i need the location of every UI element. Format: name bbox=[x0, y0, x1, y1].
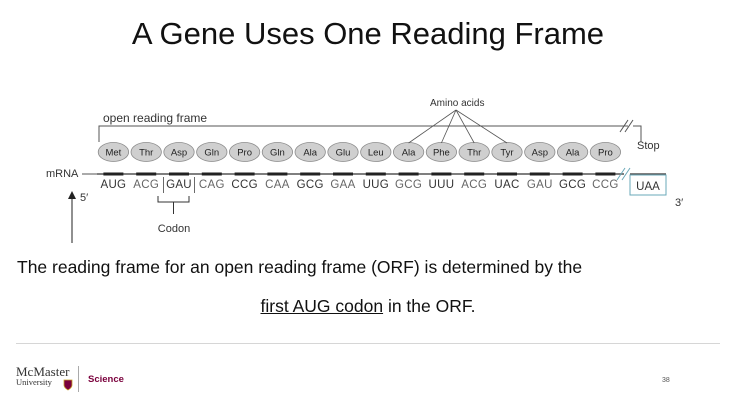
orf-bracket bbox=[98, 125, 628, 142]
amino-acid-1: Thr bbox=[130, 142, 162, 162]
amino-acid-label: Phe bbox=[433, 148, 450, 159]
codon-8: UUG bbox=[363, 179, 389, 191]
codon-10: UUU bbox=[428, 179, 454, 191]
body-text-line1: The reading frame for an open reading fr… bbox=[17, 257, 583, 277]
pointer-line-9 bbox=[408, 109, 457, 144]
amino-acid-oval bbox=[524, 142, 556, 162]
amino-acid-label: Thr bbox=[467, 148, 481, 159]
amino-acid-3: Gln bbox=[196, 142, 228, 162]
amino-acid-label: Tyr bbox=[500, 148, 513, 159]
orf-bracket-end bbox=[633, 125, 642, 142]
codon-12: UAC bbox=[494, 179, 519, 191]
amino-acid-11: Thr bbox=[458, 142, 490, 162]
codon-0: AUG bbox=[100, 179, 126, 191]
amino-acid-label: Met bbox=[105, 148, 121, 159]
amino-acid-5: Gln bbox=[261, 142, 293, 162]
amino-acid-oval bbox=[163, 142, 195, 162]
logo-name: McMaster bbox=[16, 364, 70, 379]
codon-3: CAG bbox=[199, 179, 225, 191]
codon-15: CCG bbox=[592, 179, 618, 191]
amino-acid-9: Ala bbox=[392, 142, 425, 162]
crest-icon bbox=[63, 379, 73, 391]
pointer-line-10 bbox=[441, 109, 457, 144]
amino-acid-7: Glu bbox=[327, 142, 359, 162]
pointer-line-11 bbox=[455, 109, 475, 144]
codon-11: ACG bbox=[461, 179, 487, 191]
codon-6: GCG bbox=[297, 179, 324, 191]
first-aug-codon-link[interactable]: first AUG codon bbox=[260, 296, 384, 316]
amino-acid-12: Tyr bbox=[491, 142, 523, 162]
codon-2: GAU bbox=[166, 179, 192, 191]
codon-1: ACG bbox=[133, 179, 159, 191]
amino-acid-oval bbox=[261, 142, 293, 162]
five-prime-arrowhead bbox=[68, 191, 76, 199]
amino-acid-pointers bbox=[408, 109, 508, 144]
codon-bracket bbox=[157, 196, 190, 203]
amino-acid-label: Glu bbox=[336, 148, 351, 159]
amino-acid-label: Thr bbox=[139, 148, 153, 159]
slide-title: A Gene Uses One Reading Frame bbox=[131, 16, 605, 51]
amino-acid-oval bbox=[327, 142, 359, 162]
orf-label: open reading frame bbox=[103, 111, 207, 125]
amino-acid-oval bbox=[97, 142, 130, 162]
pointer-line-12 bbox=[455, 109, 508, 144]
amino-acid-oval bbox=[556, 142, 589, 162]
stop-codon: UAA bbox=[636, 181, 660, 193]
body-text-line2: first AUG codon in the ORF. bbox=[0, 296, 736, 317]
amino-acid-10: Phe bbox=[425, 142, 457, 162]
amino-acid-label: Ala bbox=[303, 148, 317, 159]
amino-acid-label: Ala bbox=[402, 148, 416, 159]
amino-acid-15: Pro bbox=[589, 142, 622, 162]
five-prime-label: 5′ bbox=[80, 192, 88, 204]
codon-9: GCG bbox=[395, 179, 422, 191]
body-text-line2-rest: in the ORF. bbox=[383, 296, 476, 316]
amino-acid-oval bbox=[229, 142, 261, 162]
page-number: 38 bbox=[662, 377, 670, 384]
mcmaster-logo: McMaster University bbox=[16, 364, 70, 387]
footer-separator bbox=[78, 366, 79, 392]
amino-acid-oval bbox=[130, 142, 162, 162]
codon-7: GAA bbox=[330, 179, 355, 191]
three-prime-label: 3′ bbox=[675, 197, 683, 209]
codon-label: Codon bbox=[158, 223, 190, 235]
amino-acid-oval bbox=[392, 142, 425, 162]
orf-bracket-break bbox=[619, 119, 634, 133]
amino-acid-4: Pro bbox=[229, 142, 261, 162]
amino-acid-oval bbox=[196, 142, 228, 162]
reading-frame-diagram: open reading frame Amino acids Stop mRNA… bbox=[46, 98, 683, 243]
footer-divider bbox=[16, 343, 720, 344]
amino-acid-label: Leu bbox=[368, 148, 384, 159]
amino-acid-label: Pro bbox=[237, 148, 252, 159]
amino-acid-label: Ala bbox=[566, 148, 580, 159]
amino-acid-label: Pro bbox=[598, 148, 613, 159]
codon-5: CAA bbox=[265, 179, 290, 191]
codon-13: GAU bbox=[527, 179, 553, 191]
codon-sequence: AUG ACG GAU CAG CCG CAA GCG GAA UUG GCG UUU ACG UAC G… bbox=[100, 177, 618, 193]
amino-acid-label: Gln bbox=[270, 148, 285, 159]
amino-acid-label: Gln bbox=[204, 148, 219, 159]
codon-4: CCG bbox=[231, 179, 257, 191]
amino-acid-0: Met bbox=[97, 142, 130, 162]
amino-acid-14: Ala bbox=[556, 142, 589, 162]
stop-label: Stop bbox=[637, 140, 660, 152]
logo-sub: University bbox=[16, 377, 52, 387]
amino-acid-oval bbox=[294, 142, 326, 162]
codon-14: GCG bbox=[559, 179, 586, 191]
amino-acid-chain: Met Thr Asp Gln Pro Gln Ala Glu Leu Ala Phe Thr Tyr A… bbox=[97, 142, 622, 176]
amino-acid-oval bbox=[360, 142, 392, 162]
amino-acid-label: Asp bbox=[171, 148, 187, 159]
stop-codon-box bbox=[629, 174, 667, 196]
amino-acid-2: Asp bbox=[163, 142, 195, 162]
amino-acid-8: Leu bbox=[360, 142, 392, 162]
mrna-break bbox=[616, 167, 631, 181]
amino-acid-6: Ala bbox=[294, 142, 326, 162]
department-label: Science bbox=[88, 374, 124, 385]
mrna-label: mRNA bbox=[46, 168, 79, 180]
amino-acid-label: Asp bbox=[532, 148, 548, 159]
amino-acid-13: Asp bbox=[524, 142, 556, 162]
amino-acid-oval bbox=[491, 142, 523, 162]
amino-acid-oval bbox=[589, 142, 622, 162]
amino-acids-label: Amino acids bbox=[430, 98, 484, 109]
